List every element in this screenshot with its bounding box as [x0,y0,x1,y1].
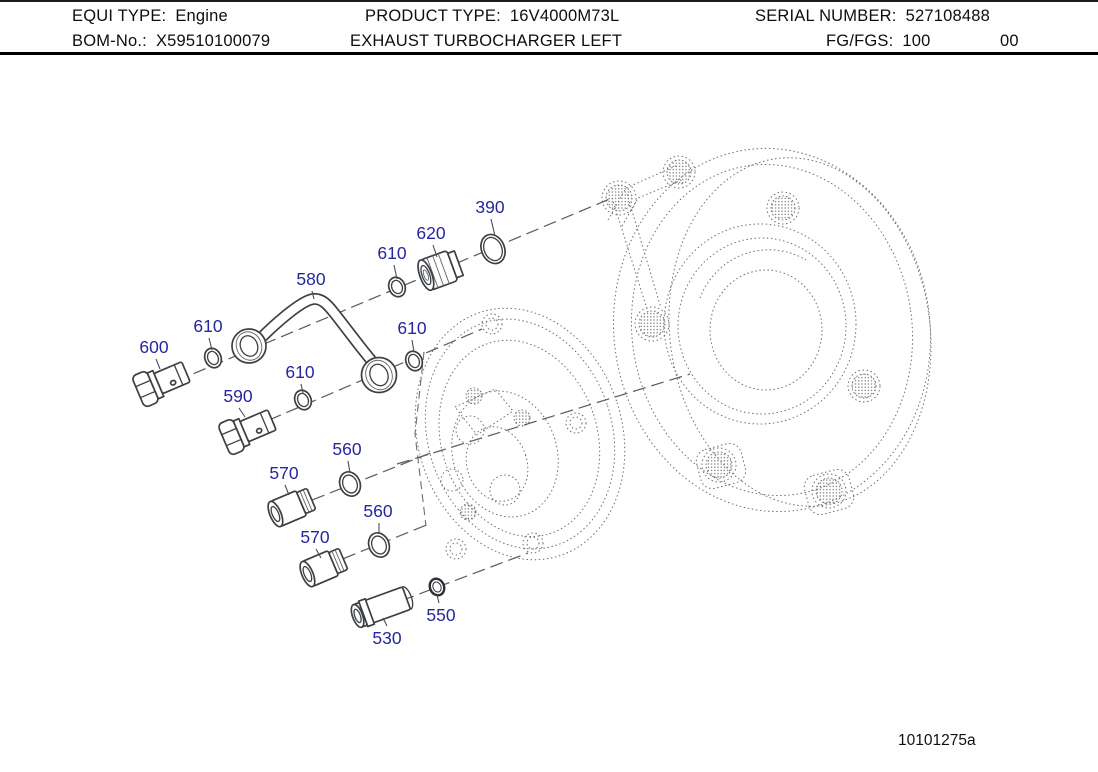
callout-610-lower[interactable]: 610 [285,362,315,382]
callout-610-top[interactable]: 610 [377,243,407,263]
product-type-label: PRODUCT TYPE: [365,7,501,25]
callout-610-right[interactable]: 610 [397,318,427,338]
bom-no-value: X59510100079 [155,32,271,50]
equi-type-value: Engine [175,7,228,25]
bearing-flange-outline [414,307,626,561]
part-620-plug [417,250,465,292]
callout-390[interactable]: 390 [475,197,505,217]
serial-number-value: 527108488 [905,7,990,25]
equi-type-field: EQUI TYPE: Engine [72,7,228,26]
part-610-seal-ring [404,350,424,372]
header: EQUI TYPE: Engine PRODUCT TYPE: 16V4000M… [0,2,1098,56]
part-610-seal-ring [293,389,313,411]
part-530-sleeve [350,586,414,629]
part-560-seal-ring [367,531,391,559]
part-610-seal-ring [387,276,407,298]
figure-number: 10101275a [898,732,976,749]
callout-570-upper[interactable]: 570 [269,463,299,483]
callout-620[interactable]: 620 [416,223,446,243]
callout-560-upper[interactable]: 560 [332,439,362,459]
part-570-plug [299,547,349,588]
serial-number-label: SERIAL NUMBER: [755,7,897,25]
fg-fgs-value: 100 [902,32,931,50]
callout-610-left[interactable]: 610 [193,316,223,336]
fg-fgs-label: FG/FGS: [826,32,894,50]
housing-bolt-holes [601,155,881,509]
part-600-bolt [132,361,191,408]
callout-580[interactable]: 580 [296,269,326,289]
product-type-value: 16V4000M73L [509,7,620,25]
part-560-seal-ring [338,470,362,498]
turbocharger-housing-outline [601,147,932,516]
part-580-pipe [231,292,398,394]
callout-590[interactable]: 590 [223,386,253,406]
fg-fgs-suffix: 00 [1000,32,1019,50]
part-550-ring [428,577,446,597]
bom-no-field: BOM-No.: X59510100079 [72,32,270,51]
header-divider [0,52,1098,55]
part-610-seal-ring [203,347,223,369]
assembly-axis-line [233,328,483,436]
part-590-bolt [218,409,277,456]
callout-570-lower[interactable]: 570 [300,527,330,547]
assembly-title: EXHAUST TURBOCHARGER LEFT [350,32,623,50]
serial-number-field: SERIAL NUMBER: 527108488 [755,7,990,26]
part-570-plug [267,487,317,528]
equi-type-label: EQUI TYPE: [72,7,167,25]
callout-530[interactable]: 530 [372,628,402,648]
part-390-ring [480,233,506,265]
product-type-field: PRODUCT TYPE: 16V4000M73L [365,7,619,26]
callout-600[interactable]: 600 [139,337,169,357]
callout-560-lower[interactable]: 560 [363,501,393,521]
fg-fgs-field: FG/FGS: 100 [826,32,931,51]
bom-no-label: BOM-No.: [72,32,147,50]
callout-550[interactable]: 550 [426,605,456,625]
assembly-axis-line [396,373,691,465]
callout-leader-lines [155,218,496,627]
